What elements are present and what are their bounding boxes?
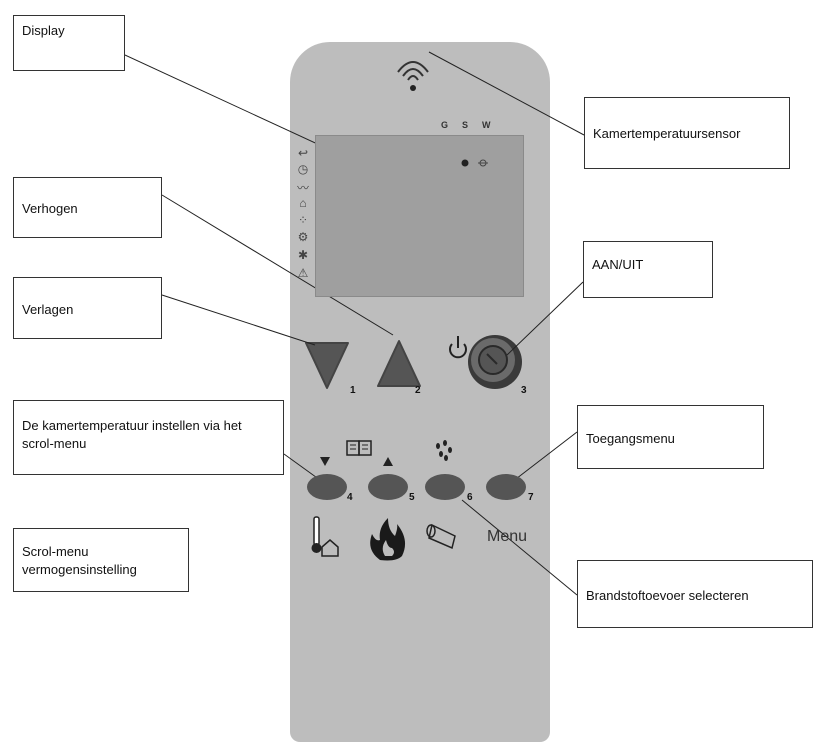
button-number-1: 1 xyxy=(350,385,356,396)
down-arrow-icon xyxy=(320,457,330,466)
callout-scroll-temp: De kamertemperatuur instellen via het sc… xyxy=(13,400,284,475)
lower-button xyxy=(305,342,349,389)
callout-lines xyxy=(124,51,585,596)
up-arrow-icon xyxy=(383,457,393,466)
book-icon xyxy=(346,440,372,456)
callout-access-menu: Toegangsmenu xyxy=(577,405,764,469)
pellets-icon xyxy=(436,440,452,461)
callout-raise: Verhogen xyxy=(13,177,162,238)
display-indicators xyxy=(461,159,488,167)
button-number-3: 3 xyxy=(521,385,527,396)
display-screen xyxy=(315,135,524,297)
raise-button xyxy=(377,340,421,387)
callout-lower: Verlagen xyxy=(13,277,162,339)
status-label-w: W xyxy=(482,120,491,130)
callout-onoff: AAN/UIT xyxy=(583,241,713,298)
log-side-icon: ⌂ xyxy=(299,196,307,210)
pellets-side-icon: ⁘ xyxy=(297,213,309,227)
scroll-up-button[interactable] xyxy=(368,474,408,500)
clock-icon: ◷ xyxy=(297,162,309,176)
wave-icon: 〰 xyxy=(296,181,309,195)
button-number-4: 4 xyxy=(347,492,353,503)
fan-plug-icon: ⚙ xyxy=(297,230,309,244)
flame-icon xyxy=(370,518,406,561)
key-arrow-icon: ↩ xyxy=(297,146,309,160)
button-number-5: 5 xyxy=(409,492,415,503)
button-number-7: 7 xyxy=(528,492,534,503)
status-label-s: S xyxy=(462,120,469,130)
menu-button[interactable] xyxy=(486,474,526,500)
power-button xyxy=(468,335,522,389)
callout-display: Display xyxy=(13,15,125,71)
callout-fuel: Brandstoftoevoer selecteren xyxy=(577,560,813,628)
fan-icon: ✱ xyxy=(297,248,309,262)
wireless-signal-icon xyxy=(397,61,429,91)
log-icon xyxy=(426,523,456,550)
menu-label: Menu xyxy=(487,528,528,545)
button-number-6: 6 xyxy=(467,492,473,503)
fuel-button[interactable] xyxy=(425,474,465,500)
warning-icon: ⚠ xyxy=(297,266,309,280)
callout-sensor: Kamertemperatuursensor xyxy=(584,97,790,169)
button-number-2: 2 xyxy=(415,385,421,396)
thermometer-house-icon xyxy=(311,516,339,557)
status-label-g: G xyxy=(441,120,449,130)
callout-scroll-power: Scrol-menu vermogensinstelling xyxy=(13,528,189,592)
power-icon xyxy=(449,336,467,359)
scroll-down-button[interactable] xyxy=(307,474,347,500)
